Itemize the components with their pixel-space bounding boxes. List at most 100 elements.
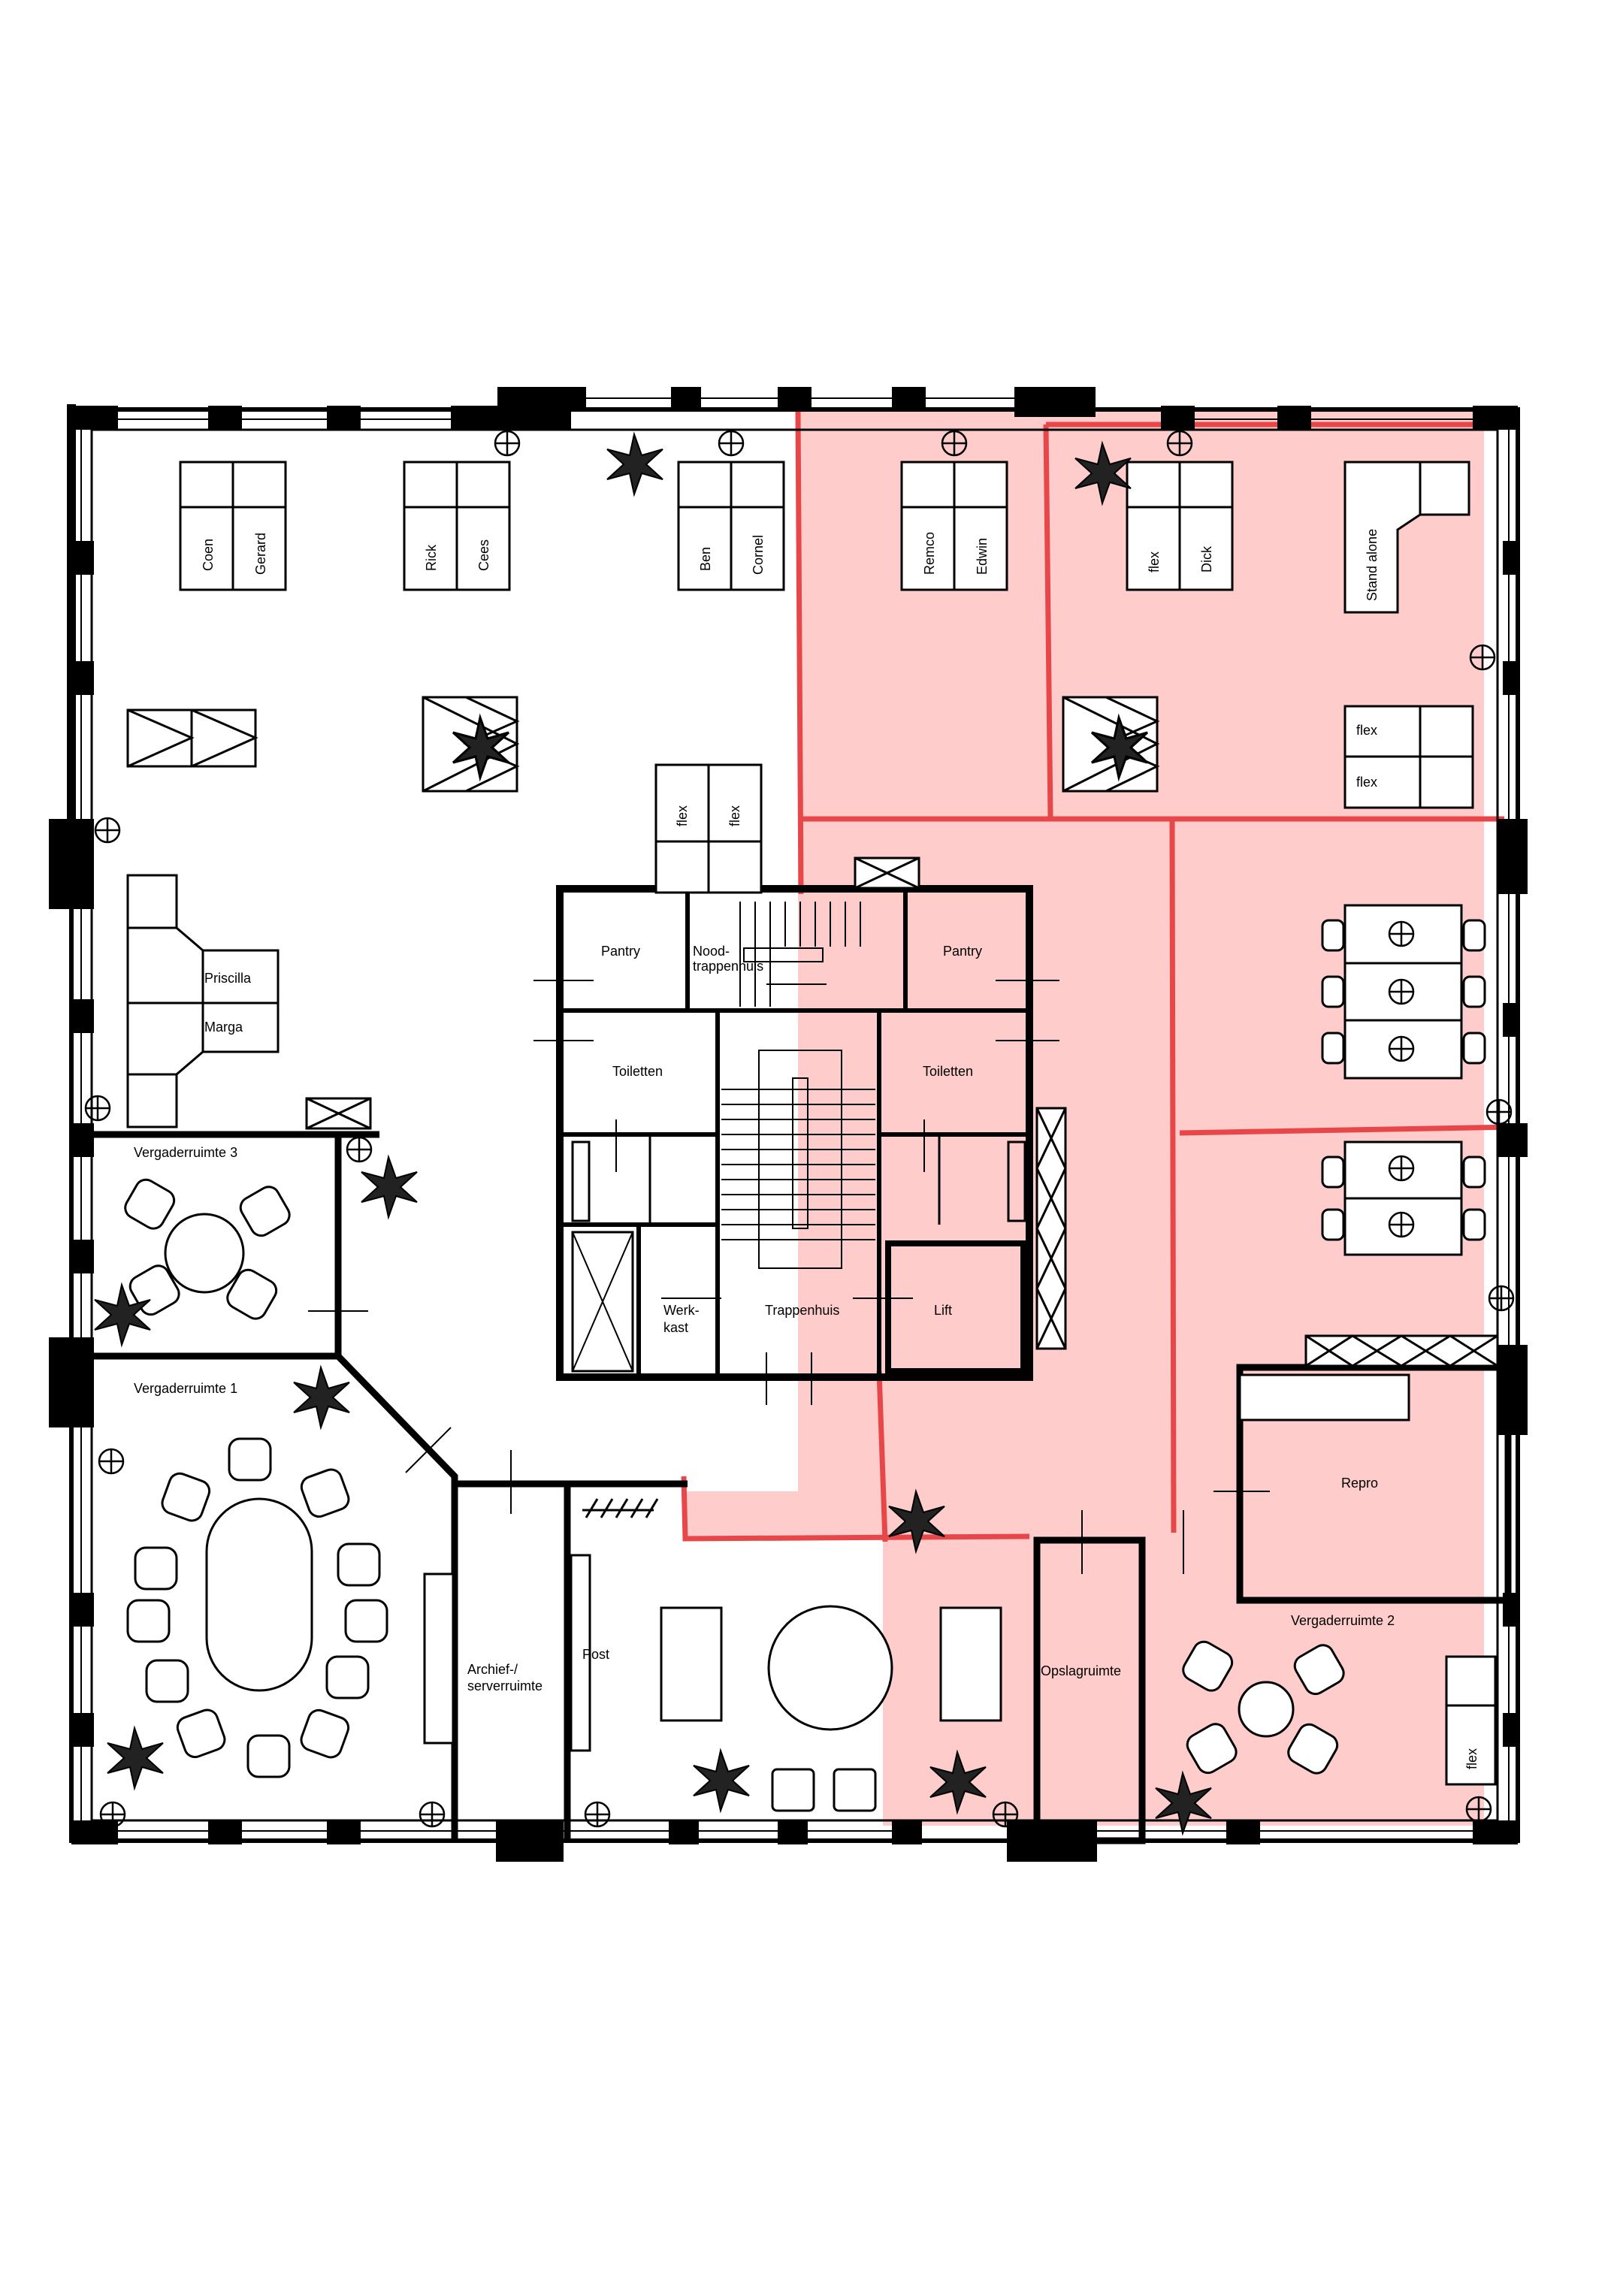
wall-pier <box>496 1820 564 1862</box>
desk-label-flex: flex <box>1147 551 1162 572</box>
outlet-icon <box>346 1136 373 1163</box>
stairs <box>721 902 875 1269</box>
chair <box>1287 1723 1339 1775</box>
room-label-noodtrappenhuis: Nood- <box>693 944 730 959</box>
chair <box>161 1472 211 1522</box>
wall-pier <box>1226 1820 1260 1844</box>
desk-label-flex: flex <box>1464 1748 1479 1769</box>
partition-line <box>1179 1124 1515 1136</box>
wall-vergaderruimte-1 <box>335 1353 458 1841</box>
wall-pier <box>1498 1123 1528 1157</box>
outlet-icon <box>99 1801 126 1828</box>
chair <box>126 1599 171 1643</box>
wall-pier <box>1503 1713 1518 1747</box>
table-lounge <box>767 1605 893 1731</box>
wall-pier <box>208 1820 242 1844</box>
cabinet-cross <box>1035 1107 1067 1349</box>
chair <box>1462 1208 1486 1241</box>
stair-rail <box>743 947 824 962</box>
wall-pier <box>778 387 812 409</box>
wall-pier <box>1498 819 1528 894</box>
cabinet-cross <box>854 856 920 890</box>
wall-pier <box>71 661 94 695</box>
desk-cees <box>455 461 511 591</box>
wall-pier <box>1014 387 1096 417</box>
room-label-toiletten: Toiletten <box>923 1064 973 1079</box>
chair <box>300 1468 350 1518</box>
outlet-icon <box>419 1801 446 1828</box>
chairs <box>124 919 1486 1812</box>
wall-pier <box>1473 406 1518 430</box>
chair <box>1462 919 1486 952</box>
wall-pier <box>71 406 118 430</box>
room-label-werkkast: Werk- <box>663 1303 700 1318</box>
desk-label-coen: Coen <box>201 539 216 571</box>
room-label-pantry: Pantry <box>601 944 640 959</box>
chair <box>1186 1723 1238 1775</box>
windows <box>80 397 1510 1832</box>
desk-label-gerard: Gerard <box>253 533 268 575</box>
wall-pier <box>1161 406 1195 430</box>
chair <box>134 1546 178 1591</box>
wall-pier <box>327 1820 361 1844</box>
plant-icon <box>929 1749 987 1815</box>
desk-label-rick: Rick <box>424 544 439 571</box>
table-vergaderruimte-3 <box>164 1213 245 1294</box>
wall-pier <box>1503 661 1518 695</box>
room-label-toiletten: Toiletten <box>612 1064 663 1079</box>
wall-pier <box>49 819 94 909</box>
outlet-icon <box>718 430 745 457</box>
wall-pier <box>71 999 94 1033</box>
chair <box>228 1437 272 1482</box>
wall-pier <box>208 406 242 430</box>
outlet-icon <box>941 430 968 457</box>
outlet-icon <box>84 1095 111 1122</box>
outlet-icon <box>584 1801 611 1828</box>
room-label-lift: Lift <box>934 1303 952 1318</box>
wall-pier <box>71 1240 94 1273</box>
door-markers <box>308 980 1270 1574</box>
cabinet-row <box>1304 1334 1499 1367</box>
outlet-icon <box>1166 430 1193 457</box>
chair <box>1462 1032 1486 1065</box>
sofa <box>939 1606 1002 1722</box>
chair <box>246 1734 291 1778</box>
chair <box>1462 975 1486 1008</box>
shaft <box>571 1231 634 1373</box>
wall-pier <box>892 1820 922 1844</box>
room-label-vergaderruimte-1: Vergaderruimte 1 <box>134 1381 237 1396</box>
room-label-repro: Repro <box>1341 1476 1378 1491</box>
desk-cornel <box>730 461 785 591</box>
room-label-werkkast: kast <box>663 1320 688 1335</box>
chair <box>1321 1208 1345 1241</box>
wall-pier <box>71 1593 94 1627</box>
room-label-archief: Archief-/ <box>467 1662 518 1677</box>
chair <box>176 1708 226 1759</box>
chair <box>1321 1032 1345 1065</box>
plants <box>94 431 1212 1836</box>
room-label-noodtrappenhuis: trappenhuis <box>693 959 763 974</box>
cabinet-cross <box>306 1097 371 1130</box>
coat-rack <box>582 1498 659 1518</box>
desk-label-marga: Marga <box>204 1020 243 1035</box>
wall-opslagruimte <box>1033 1536 1146 1844</box>
wall-pier <box>669 1820 699 1844</box>
planter-boxes <box>422 696 1160 793</box>
plant-icon <box>1155 1770 1212 1836</box>
wall-pier <box>327 406 361 430</box>
partition-line <box>1169 818 1177 1533</box>
wall-pier <box>1503 541 1518 575</box>
desk-stand-alone <box>1343 461 1470 614</box>
desk-label-cees: Cees <box>476 539 491 571</box>
outlet-icon <box>1485 1098 1513 1125</box>
wall-pier <box>1473 1820 1518 1844</box>
cabinets <box>305 856 1499 1421</box>
outlet-icon <box>1465 1796 1492 1823</box>
wall-pier <box>71 541 94 575</box>
wall-pier <box>1498 1345 1528 1435</box>
plant-icon <box>293 1364 350 1430</box>
chair <box>1321 919 1345 952</box>
desk-label-ben: Ben <box>698 547 713 571</box>
cabinet-cross <box>1305 1334 1498 1367</box>
cabinet-column <box>1035 1107 1067 1350</box>
